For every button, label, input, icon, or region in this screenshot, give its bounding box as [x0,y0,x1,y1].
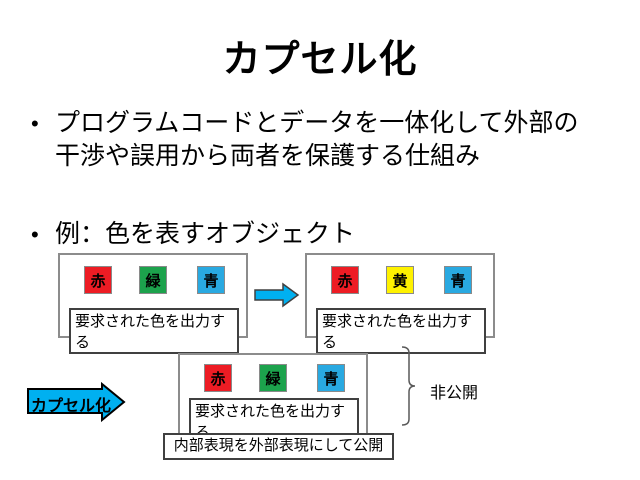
page-title: カプセル化 [222,39,418,81]
color-chip-yellow: 黄 [386,266,414,294]
bullet-marker: • [31,111,39,136]
arrow-right-icon [254,282,300,308]
object-box-encapsulated: 赤 緑 青 要求された色を出力す る [178,353,368,444]
brace-shape [401,346,416,426]
color-chip-red: 赤 [204,364,232,392]
color-chip-blue: 青 [317,364,345,392]
caption-line: る [75,334,91,351]
method-caption-box: 要求された色を出力す る [69,308,239,354]
color-chip-green: 緑 [139,266,167,294]
brace-icon [401,346,416,426]
caption-line: る [322,334,338,351]
method-caption-box: 要求された色を出力す る [316,308,486,354]
color-chip-blue: 青 [197,266,225,294]
caption-line: 要求された色を出力す [75,313,226,330]
publish-caption-box: 内部表現を外部表現にして公開 [163,433,394,460]
object-box-before: 赤 緑 青 要求された色を出力す る [58,253,248,354]
color-chip-green: 緑 [259,364,287,392]
caption-line: 要求された色を出力す [195,403,346,420]
bullet-text-line: 例：色を表すオブジェクト [55,220,356,248]
encapsulation-arrow-icon [27,381,126,423]
arrow-right-shape [254,282,300,308]
bullet-text: 例：色を表すオブジェクト [55,218,355,251]
bullet-text-line: 干渉や誤用から両者を保護する仕組み [55,142,481,170]
object-box-after: 赤 黄 青 要求された色を出力す る [305,253,495,354]
bullet-text-line: プログラムコードとデータを一体化して外部の [55,109,579,137]
bullet-marker: • [31,222,39,247]
bullet-item: • プログラムコードとデータを一体化して外部の 干渉や誤用から両者を保護する仕組… [31,107,579,173]
encapsulation-arrow-label: カプセル化 [31,398,112,415]
color-chip-red: 赤 [84,266,112,294]
caption-line: 要求された色を出力す [322,313,473,330]
encapsulation-arrow-shape [27,381,126,423]
private-label: 非公開 [430,385,479,402]
color-chip-blue: 青 [444,266,472,294]
bullet-item: • 例：色を表すオブジェクト [31,218,355,251]
bullet-text: プログラムコードとデータを一体化して外部の 干渉や誤用から両者を保護する仕組み [55,107,579,173]
color-chip-red: 赤 [331,266,359,294]
